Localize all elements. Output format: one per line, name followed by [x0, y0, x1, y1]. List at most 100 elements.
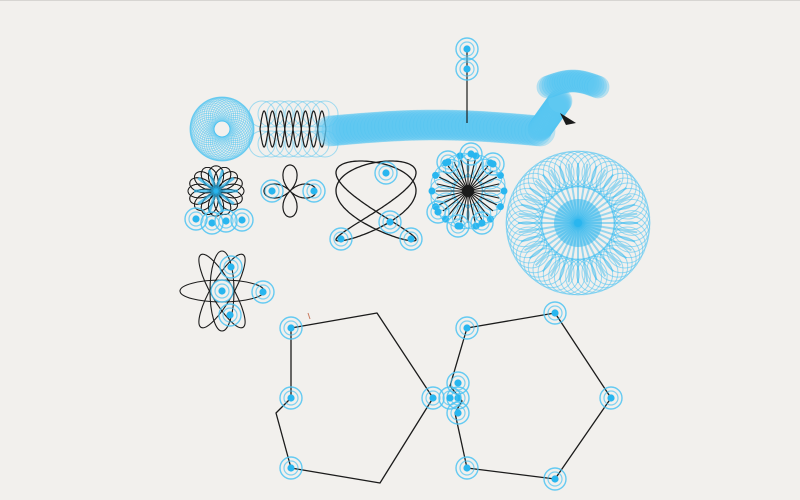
control-point-handle[interactable] [260, 179, 284, 203]
tube-segment [419, 109, 451, 141]
ring-stroke [302, 100, 330, 128]
handle-inner-ring [430, 204, 446, 220]
starburst-flower-shape[interactable] [184, 165, 254, 235]
control-point-handle[interactable] [279, 316, 303, 340]
control-point-handle[interactable] [543, 301, 567, 325]
tube-shape[interactable] [314, 69, 610, 147]
handle-dot [551, 475, 559, 483]
ring-stroke [599, 240, 637, 278]
handle-outer-ring [399, 227, 423, 251]
tube-segment [454, 110, 486, 142]
control-point-handle[interactable] [481, 152, 505, 176]
control-point-handle[interactable] [470, 211, 494, 235]
ring-disc-shape[interactable] [505, 150, 651, 296]
ring-stroke [248, 130, 276, 158]
control-point-handle[interactable] [455, 37, 479, 61]
ring-stroke [532, 157, 570, 195]
ring-stroke [275, 100, 303, 128]
control-point-handle[interactable] [329, 227, 353, 251]
torus-shape[interactable] [189, 96, 255, 162]
control-point-handle[interactable] [184, 207, 208, 231]
tube-segment [367, 111, 398, 143]
stem-shape[interactable] [455, 37, 479, 123]
control-point-handle[interactable] [279, 456, 303, 480]
control-point-handle[interactable] [426, 200, 450, 224]
control-point-handle[interactable] [455, 456, 479, 480]
control-point-handle[interactable] [599, 386, 623, 410]
handle-dot [222, 217, 230, 225]
ring-stroke [523, 244, 561, 282]
control-point-handle[interactable] [374, 161, 398, 185]
control-point-handle[interactable] [279, 386, 303, 410]
tube-segment [538, 101, 564, 127]
handle-inner-ring [255, 284, 271, 300]
rose-curve-shape[interactable] [260, 164, 326, 218]
ring-stroke [512, 177, 550, 215]
tube-segment [541, 73, 565, 97]
handle-inner-ring [547, 305, 563, 321]
tube-segment [472, 111, 503, 143]
control-point-handle[interactable] [302, 179, 326, 203]
handle-inner-ring [425, 390, 441, 406]
tube-segment [543, 94, 569, 119]
handle-dot [454, 379, 462, 387]
ellipse-flower-shape[interactable] [179, 249, 275, 333]
tube-segment [342, 113, 374, 144]
handle-outer-ring [184, 207, 208, 231]
control-point-handle[interactable] [421, 386, 445, 410]
tube-segment [339, 113, 370, 145]
ring-stroke [512, 231, 550, 269]
tube-segment [500, 113, 531, 145]
hexagon-open-shape[interactable] [275, 312, 445, 484]
handle-outer-ring [200, 211, 224, 235]
handle-outer-ring [470, 211, 494, 235]
control-point-handle[interactable] [446, 371, 470, 395]
handle-outer-ring [219, 255, 243, 279]
control-point-handle[interactable] [455, 316, 479, 340]
handle-outer-ring [543, 301, 567, 325]
control-point-handle[interactable] [446, 214, 470, 238]
tube-segment [532, 109, 558, 134]
control-point-handle[interactable] [230, 208, 254, 232]
lissajous-band-shape[interactable] [248, 100, 339, 158]
tube-segment [384, 110, 416, 142]
control-point-handle[interactable] [459, 142, 483, 166]
tube-segment [510, 114, 542, 146]
tube-segment [507, 114, 538, 145]
hexagon-dented-shape[interactable] [438, 301, 623, 491]
handle-outer-ring [446, 371, 470, 395]
lissajous-figure-shape[interactable] [329, 160, 423, 251]
control-point-handle[interactable] [436, 150, 460, 174]
handle-inner-ring [442, 390, 458, 406]
handle-dot [192, 215, 200, 223]
tube-segment [409, 109, 440, 141]
handle-outer-ring [446, 401, 470, 425]
handle-inner-ring [382, 214, 398, 230]
ring-stroke [559, 258, 597, 296]
tube-segment [405, 109, 437, 141]
control-point-handle[interactable] [218, 303, 242, 327]
control-point-handle[interactable] [543, 467, 567, 491]
ring-stroke [257, 100, 285, 128]
tube-segment [559, 69, 582, 93]
handle-outer-ring [279, 386, 303, 410]
control-point-handle[interactable] [455, 57, 479, 81]
control-point-handle[interactable] [251, 280, 275, 304]
control-point-handle[interactable] [399, 227, 423, 251]
control-point-handle[interactable] [438, 386, 462, 410]
starburst-spike [207, 169, 218, 192]
control-point-handle[interactable] [219, 255, 243, 279]
ring-stroke [193, 100, 231, 138]
control-point-handle[interactable] [210, 279, 234, 303]
control-point-handle[interactable] [378, 210, 402, 234]
tube-segment [535, 105, 561, 131]
control-point-handle[interactable] [214, 209, 238, 233]
handle-inner-ring [459, 61, 475, 77]
ring-stroke [606, 231, 644, 269]
ring-stroke [195, 99, 233, 137]
handle-dot [429, 394, 437, 402]
handle-outer-ring [279, 456, 303, 480]
radial-mandala-shape[interactable] [426, 142, 508, 238]
